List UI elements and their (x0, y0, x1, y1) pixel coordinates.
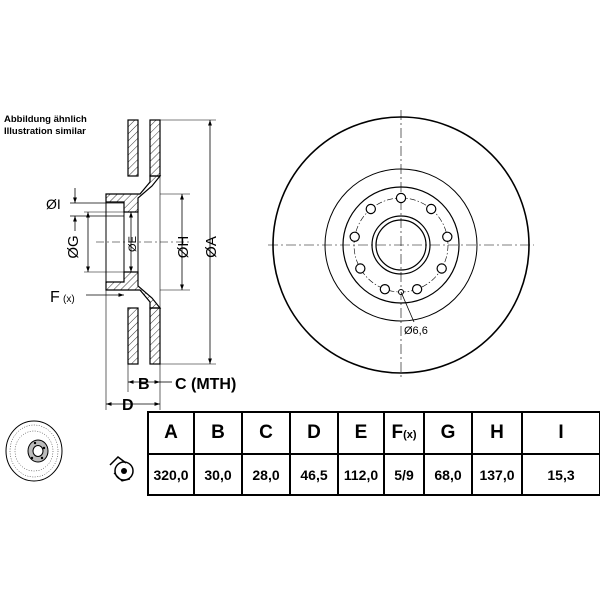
header-d: D (289, 411, 339, 455)
disc-thumbnail-icon (5, 420, 134, 482)
section-view (70, 119, 216, 410)
value-a: 320,0 (147, 453, 195, 496)
value-g: 68,0 (423, 453, 473, 496)
header-c: C (241, 411, 291, 455)
value-h: 137,0 (471, 453, 523, 496)
illustration-note-de: Abbildung ähnlich (4, 114, 87, 125)
bolt-hole (355, 263, 366, 274)
hat-section-top (105, 175, 162, 213)
value-i: 15,3 (521, 453, 600, 496)
label-dia-h: ØH (175, 236, 192, 259)
value-f: 5/9 (383, 453, 425, 496)
header-a: A (147, 411, 195, 455)
bolt-hole (379, 284, 391, 295)
label-dia-g: ØG (65, 235, 82, 258)
bolt-holes (349, 192, 453, 295)
header-h: H (471, 411, 523, 455)
hat-section-bottom (105, 271, 162, 309)
bolt-hole (349, 231, 360, 242)
hat-circle (342, 186, 460, 304)
center-bore-outer (371, 215, 431, 275)
outer-plate-bottom (127, 307, 139, 365)
label-d: D (122, 397, 134, 411)
bolt-hole (426, 203, 437, 215)
value-d: 46,5 (289, 453, 339, 496)
bolt-hole (411, 284, 423, 295)
inner-plate-top (149, 119, 161, 177)
bolt-hole (442, 231, 453, 242)
header-g: G (423, 411, 473, 455)
disc-thumbnail-cell (0, 412, 149, 495)
center-bore-inner (375, 219, 427, 271)
bolt-hole (395, 192, 407, 204)
header-b: B (193, 411, 243, 455)
value-e: 112,0 (337, 453, 385, 496)
header-f: F(x) (383, 411, 425, 455)
header-i: I (521, 411, 600, 455)
header-e: E (337, 411, 385, 455)
label-f: F (50, 289, 60, 306)
outer-plate-top (127, 119, 139, 177)
label-bolt-hole: Ø6,6 (404, 325, 428, 337)
bolt-hole (365, 203, 376, 215)
label-b: B (138, 376, 150, 393)
label-f-suffix: (x) (63, 294, 75, 305)
header-f-suffix: (x) (403, 429, 417, 441)
outer-diameter-circle (272, 116, 530, 374)
inner-plate-bottom (149, 307, 161, 365)
friction-inner-circle (324, 168, 478, 322)
front-view (268, 110, 534, 378)
label-dia-e: ØE (127, 236, 139, 252)
value-c: 28,0 (241, 453, 291, 496)
label-dia-a: ØA (203, 236, 220, 258)
value-b: 30,0 (193, 453, 243, 496)
label-dia-i: ØI (46, 196, 61, 212)
spec-table: A B C D E F(x) G H I 320,0 30,0 28,0 46,… (0, 411, 600, 496)
illustration-note-en: Illustration similar (4, 126, 86, 137)
technical-drawing: ØI ØG ØE ØH ØA F (x) B C (MTH) D Ø6,6 (46, 110, 534, 411)
bolt-hole (436, 263, 447, 274)
label-c: C (MTH) (175, 376, 236, 393)
